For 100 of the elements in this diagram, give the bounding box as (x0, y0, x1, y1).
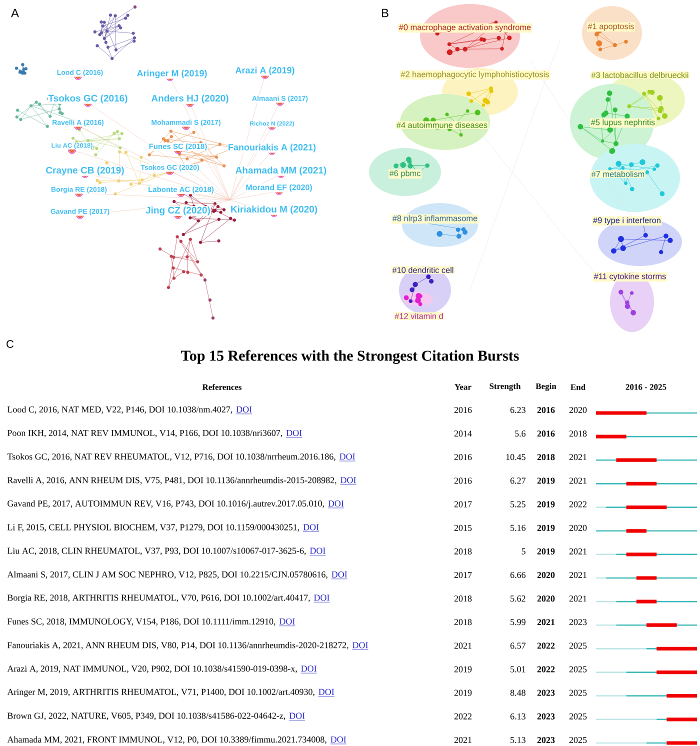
doi-link: DOI (314, 594, 330, 602)
end-year: 2025 (569, 736, 587, 744)
node-label: Ahamada MM (2021) (234, 166, 328, 176)
strength-value: 6.13 (510, 713, 526, 720)
year-text: 2017 (454, 501, 472, 508)
node-label: Kiriakidou M (2020) (230, 205, 318, 215)
column-header: Year (454, 384, 472, 390)
begin-year: 2021 (537, 619, 555, 626)
reference-text: Liu AC, 2018, CLIN RHEUMATOL, V37, P93, DOI 10.1007/s10067-017-3625-6, (7, 548, 306, 556)
node-label: Anders HJ (2020) (150, 94, 230, 104)
doi-link: DOI (339, 454, 356, 462)
reference-text: Tsokos GC, 2016, NAT REV RHEUMATOL, V12, P716, DOI 10.1038/nrrheum.2016.186, (7, 453, 336, 461)
strength-value: 5.13 (510, 736, 526, 744)
end-year: 2021 (569, 478, 586, 484)
doi-link: DOI (340, 477, 356, 485)
end-year: 2021 (569, 596, 586, 602)
cluster-label: #0 macrophage activation syndrome (398, 23, 532, 33)
column-header: 2016 - 2025 (626, 384, 666, 390)
doi-link: DOI (331, 571, 348, 580)
begin-year: 2016 (537, 406, 555, 414)
begin-year: 2023 (537, 736, 555, 744)
reference-text: Almaani S, 2017, CLIN J AM SOC NEPHRO, V12, P825, DOI 10.2215/CJN.05780616, (7, 571, 328, 579)
reference-text: Funes SC, 2018, IMMUNOLOGY, V154, P186, DOI 10.1111/imm.12910, (7, 618, 276, 626)
strength-value: 6.27 (510, 478, 526, 484)
strength-value: 5.16 (510, 524, 526, 531)
begin-year: 2016 (537, 430, 555, 437)
end-year: 2025 (569, 690, 587, 696)
strength-value: 10.45 (506, 454, 526, 460)
node-label: Crayne CB (2019) (45, 166, 125, 176)
panel-letter: A (11, 8, 19, 18)
column-header: Begin (536, 383, 556, 391)
reference-text: Poon IKH, 2014, NAT REV IMMUNOL, V14, P166, DOI 10.1038/nri3607, (7, 430, 282, 438)
cluster-label: #8 nlrp3 inflammasome (392, 214, 478, 224)
reference-text: Aringer M, 2019, ARTHRITIS RHEUMATOL, V71, P1400, DOI 10.1002/art.40930, (7, 688, 314, 697)
node-label: Fanouriakis A (2021) (227, 143, 317, 153)
begin-year: 2018 (537, 454, 555, 460)
year-text: 2016 (454, 478, 472, 484)
year-text: 2018 (454, 596, 472, 602)
reference-text: Lood C, 2016, NAT MED, V22, P146, DOI 10.1038/nm.4027, (7, 406, 232, 414)
reference-text: Arazi A, 2019, NAT IMMUNOL, V20, P902, DOI 10.1038/s41590-019-0398-x, (7, 666, 297, 673)
end-year: 2023 (569, 619, 587, 626)
cluster-label: #2 haemophagocytic lymphohistiocytosis (400, 70, 550, 80)
cluster-label: #11 cytokine storms (593, 272, 667, 282)
end-year: 2021 (569, 454, 586, 460)
end-year: 2021 (569, 572, 586, 578)
strength-value: 8.48 (510, 690, 526, 696)
year-text: 2017 (454, 572, 472, 578)
begin-year: 2023 (537, 690, 555, 696)
reference-text: Borgia RE, 2018, ARTHRITIS RHEUMATOL, V70, P616, DOI 10.1002/art.40417, (7, 594, 310, 603)
panel-letter: C (6, 340, 14, 348)
doi-link: DOI (300, 666, 318, 674)
strength-value: 5.99 (510, 619, 526, 626)
column-header: End (570, 384, 586, 390)
column-header: Strength (490, 383, 521, 391)
strength-value: 5.25 (510, 501, 526, 508)
doi-link: DOI (236, 406, 252, 414)
reference-text: Ahamada MM, 2021, FRONT IMMUNOL, V12, P0, DOI 10.3389/fimmu.2021.734008, (7, 736, 326, 744)
table-title: Top 15 References with the Strongest Citation Bursts (181, 350, 519, 364)
year-text: 2014 (454, 430, 472, 437)
year-text: 2021 (454, 736, 472, 744)
begin-year: 2020 (537, 596, 555, 602)
year-text: 2019 (454, 690, 472, 696)
doi-link: DOI (330, 736, 347, 744)
node-label: Arazi A (2019) (234, 66, 296, 76)
doi-link: DOI (286, 430, 302, 438)
panel-letter: B (382, 8, 388, 18)
reference-text: Ravelli A, 2016, ANN RHEUM DIS, V75, P481, DOI 10.1136/annrheumdis-2015-208982, (7, 476, 336, 485)
reference-text: Li F, 2015, CELL PHYSIOL BIOCHEM, V37, P1279, DOI 10.1159/000430251, (7, 524, 300, 532)
end-year: 2018 (569, 430, 587, 437)
doi-link: DOI (309, 548, 326, 556)
year-text: 2016 (454, 454, 472, 460)
node-label: Aringer M (2019) (136, 69, 208, 79)
year-text: 2018 (454, 619, 472, 626)
cluster-label: #10 dendritic cell (391, 266, 455, 274)
node-label: Jing CZ (2020) (145, 206, 211, 216)
end-year: 2020 (569, 524, 587, 531)
strength-value: 5.01 (510, 666, 526, 672)
reference-text: Fanouriakis A, 2021, ANN RHEUM DIS, V80, P14, DOI 10.1136/annrheumdis-2020-218272, (7, 642, 348, 650)
end-year: 2022 (569, 501, 586, 508)
doi-link: DOI (352, 642, 368, 650)
end-year: 2021 (569, 548, 586, 554)
doi-link: DOI (288, 712, 306, 720)
cluster-label: #4 autoimmune diseases (396, 121, 488, 129)
begin-year: 2019 (537, 501, 555, 508)
begin-year: 2019 (537, 524, 555, 531)
strength-value: 5 (522, 548, 526, 554)
end-year: 2025 (569, 642, 587, 649)
begin-year: 2019 (537, 478, 555, 484)
strength-value: 6.66 (510, 572, 526, 578)
end-year: 2020 (569, 406, 587, 414)
cluster-label: #9 type i interferon (592, 216, 662, 226)
doi-link: DOI (302, 524, 320, 532)
reference-text: Gavand PE, 2017, AUTOIMMUN REV, V16, P743, DOI 10.1016/j.autrev.2017.05.010, (8, 500, 324, 508)
strength-value: 5.62 (510, 596, 526, 602)
cluster-label: #7 metabolism (590, 170, 646, 178)
cluster-label: #12 vitamin d (394, 312, 444, 320)
begin-year: 2022 (537, 642, 555, 649)
begin-year: 2022 (537, 666, 555, 672)
cluster-label: #3 lactobacillus delbrueckii (590, 71, 690, 79)
doi-link: DOI (328, 500, 344, 508)
